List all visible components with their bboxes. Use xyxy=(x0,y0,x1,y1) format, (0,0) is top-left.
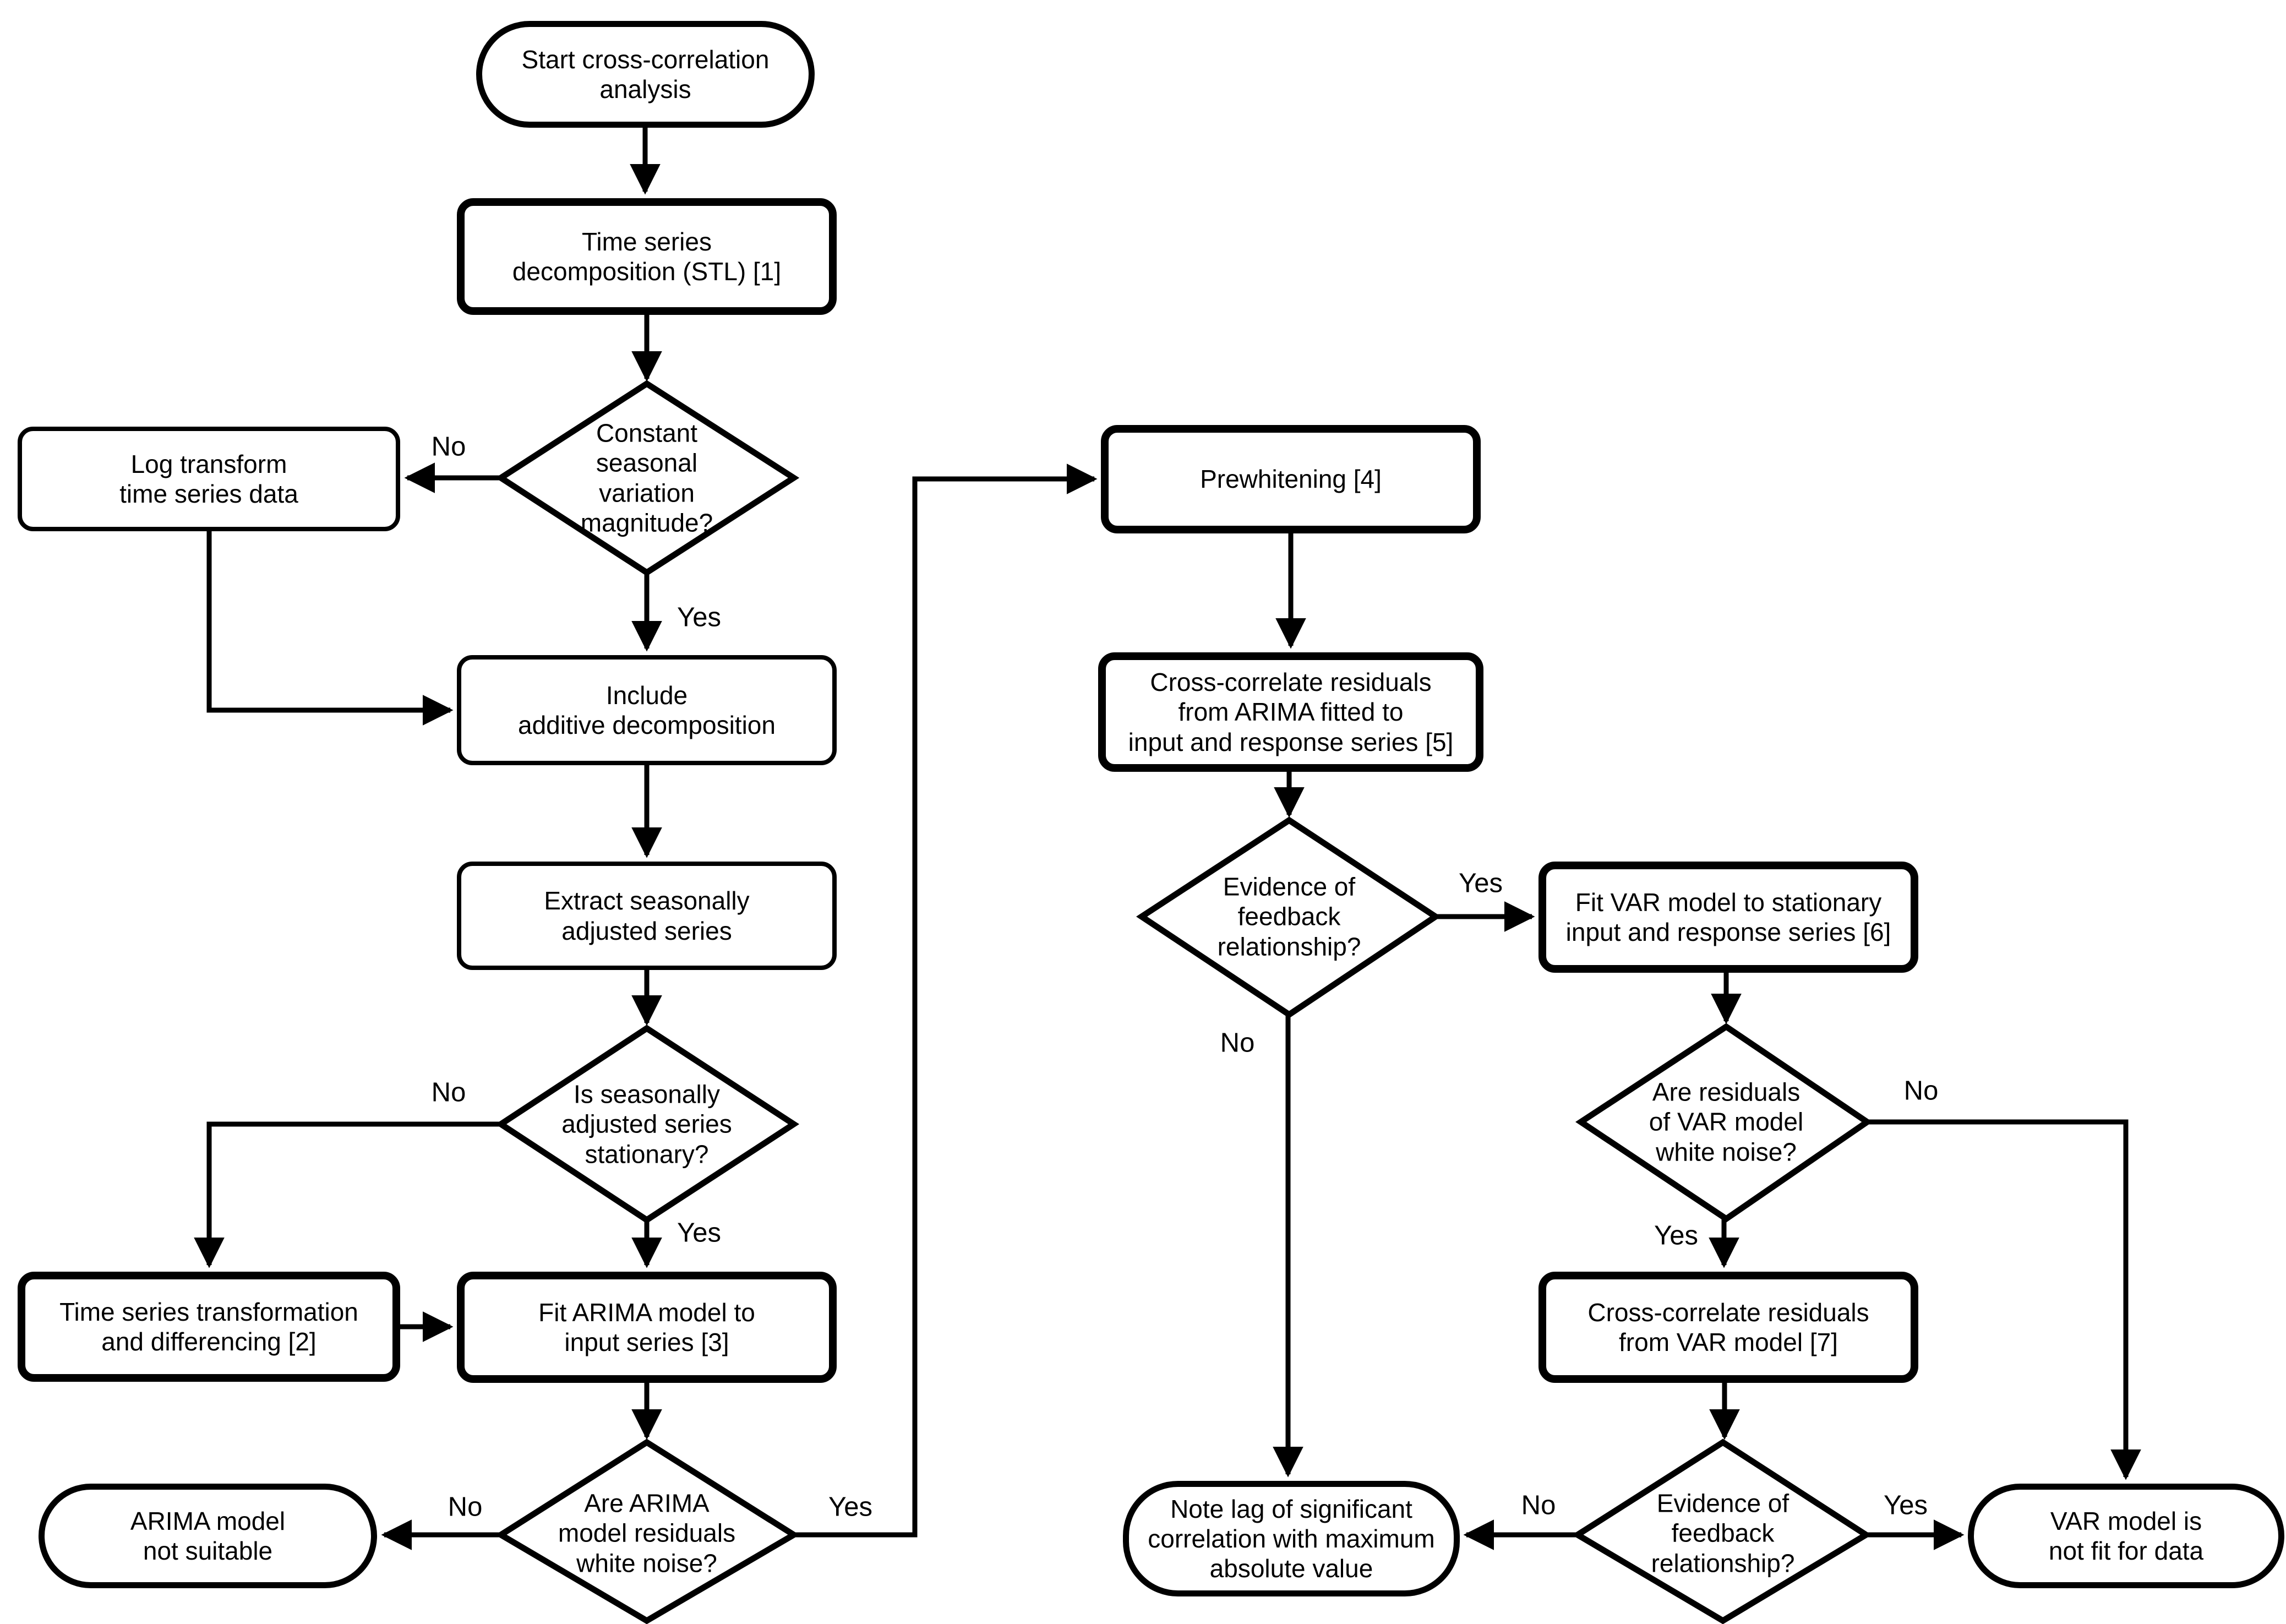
decision-var-white-noise-shape xyxy=(1575,1023,1873,1223)
decision-stationary-shape xyxy=(495,1024,800,1224)
node-cross-correlate-var: Cross-correlate residuals from VAR model… xyxy=(1538,1272,1918,1383)
edge-label-stationary-yes: Yes xyxy=(677,1218,721,1248)
decision-feedback-1-shape xyxy=(1136,816,1441,1018)
node-cross-correlate-arima: Cross-correlate residuals from ARIMA fit… xyxy=(1098,652,1483,772)
node-transformation-differencing: Time series transformation and differenc… xyxy=(18,1272,400,1382)
decision-var-white-noise: Are residuals of VAR model white noise? xyxy=(1649,1077,1804,1167)
decision-feedback-2: Evidence of feedback relationship? xyxy=(1651,1489,1795,1578)
decision-seasonal-variation: Constant seasonal variation magnitude? xyxy=(580,418,713,537)
node-note-lag: Note lag of significant correlation with… xyxy=(1123,1481,1460,1596)
node-var-not-fit: VAR model is not fit for data xyxy=(1968,1484,2284,1588)
node-prewhitening: Prewhitening [4] xyxy=(1101,425,1481,533)
decision-arima-white-noise-shape xyxy=(495,1438,800,1624)
edge-label-arima-wn-yes: Yes xyxy=(828,1492,872,1522)
decision-feedback-2-shape xyxy=(1572,1438,1872,1624)
node-fit-var: Fit VAR model to stationary input and re… xyxy=(1538,862,1918,973)
node-fit-arima: Fit ARIMA model to input series [3] xyxy=(457,1272,837,1383)
edge-label-arima-wn-no: No xyxy=(448,1492,483,1522)
edge-label-seasonal-no: No xyxy=(431,432,466,462)
decision-feedback-1: Evidence of feedback relationship? xyxy=(1217,872,1361,961)
edge-label-feedback2-yes: Yes xyxy=(1884,1490,1928,1521)
edge-label-seasonal-yes: Yes xyxy=(677,602,721,633)
edge-label-var-wn-yes: Yes xyxy=(1654,1220,1698,1251)
edge-label-feedback1-yes: Yes xyxy=(1459,868,1503,898)
node-stl-decomposition: Time series decomposition (STL) [1] xyxy=(457,198,837,315)
decision-seasonal-variation-shape xyxy=(495,380,800,576)
edge-label-var-wn-no: No xyxy=(1903,1076,1939,1106)
node-log-transform: Log transform time series data xyxy=(18,427,400,531)
edge-label-feedback1-no: No xyxy=(1220,1028,1255,1058)
node-extract-adjusted-series: Extract seasonally adjusted series xyxy=(457,862,837,970)
node-additive-decomposition: Include additive decomposition xyxy=(457,655,837,765)
edge-label-stationary-no: No xyxy=(431,1077,466,1108)
decision-stationary: Is seasonally adjusted series stationary… xyxy=(561,1080,732,1169)
decision-arima-white-noise: Are ARIMA model residuals white noise? xyxy=(558,1489,736,1578)
edge-label-feedback2-no: No xyxy=(1521,1490,1556,1521)
node-start: Start cross-correlation analysis xyxy=(476,21,815,128)
node-arima-not-suitable: ARIMA model not suitable xyxy=(39,1484,377,1588)
